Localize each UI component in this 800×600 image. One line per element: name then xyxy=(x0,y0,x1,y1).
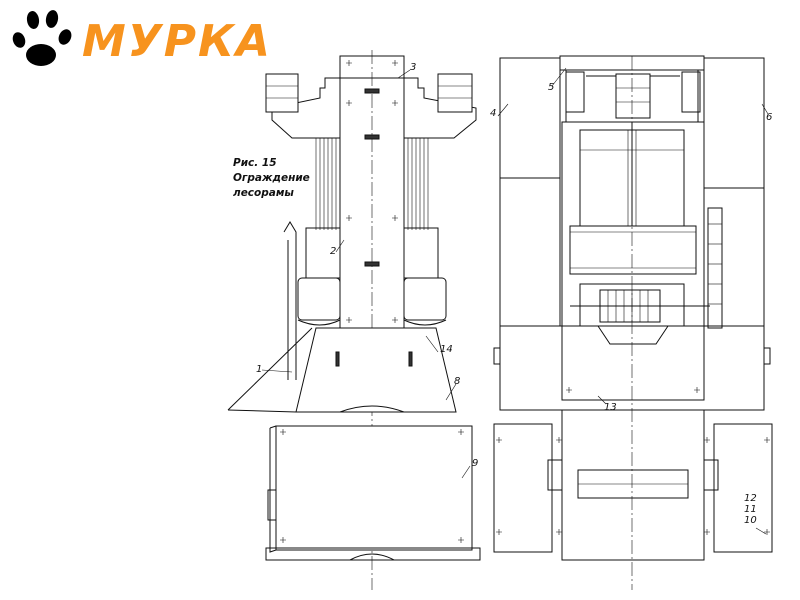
callout-2: 2 xyxy=(330,246,336,257)
figure-caption: Рис. 15 Ограждение лесорамы xyxy=(233,157,310,199)
callout-4: 4 xyxy=(490,108,496,119)
front-view xyxy=(493,55,773,590)
callout-1: 1 xyxy=(256,364,262,375)
logo-text: МУРКА xyxy=(82,16,272,67)
callout-12: 12 xyxy=(744,493,757,504)
callout-14: 14 xyxy=(440,344,453,355)
callout-6: 6 xyxy=(766,112,772,123)
paw-print-icon xyxy=(12,10,72,66)
callout-8: 8 xyxy=(454,376,460,387)
callout-labels: 1 2 3 4 5 6 8 9 10 11 12 13 14 xyxy=(256,62,772,526)
logo: МУРКА xyxy=(12,10,272,67)
caption-line-3: лесорамы xyxy=(233,187,294,199)
callout-5: 5 xyxy=(548,82,554,93)
side-view xyxy=(227,50,481,590)
callout-3: 3 xyxy=(410,62,416,73)
caption-line-2: Ограждение xyxy=(233,172,310,184)
callout-11: 11 xyxy=(744,504,757,515)
caption-line-1: Рис. 15 xyxy=(233,157,277,169)
callout-13: 13 xyxy=(604,402,617,413)
callout-10: 10 xyxy=(744,515,757,526)
callout-9: 9 xyxy=(472,458,478,469)
